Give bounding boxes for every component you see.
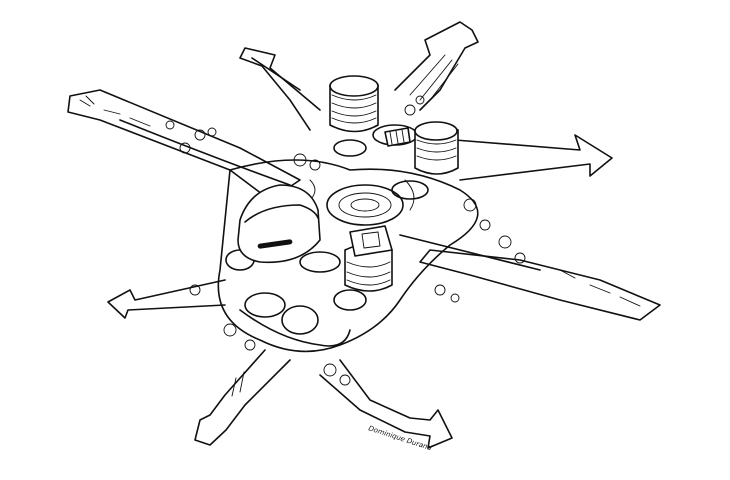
road-east xyxy=(454,134,613,181)
walkway-south xyxy=(239,309,351,347)
road-south-west xyxy=(194,349,291,446)
rounded-building xyxy=(237,184,321,264)
signature: Dominique Durand xyxy=(367,424,433,452)
walkway-east xyxy=(399,234,541,271)
road-north-east xyxy=(394,21,479,111)
road-south-east: Dominique Durand xyxy=(319,359,453,453)
trees xyxy=(165,95,526,386)
tower-north xyxy=(329,75,379,133)
road-north-west xyxy=(239,47,321,131)
road-south-east-spur xyxy=(419,249,661,321)
tower-south xyxy=(344,225,393,292)
central-plaza xyxy=(326,184,404,226)
central-landscape xyxy=(217,159,479,353)
walkway-west xyxy=(119,119,291,186)
pavilion xyxy=(384,127,411,147)
road-west xyxy=(107,279,226,319)
tower-east xyxy=(414,121,459,175)
